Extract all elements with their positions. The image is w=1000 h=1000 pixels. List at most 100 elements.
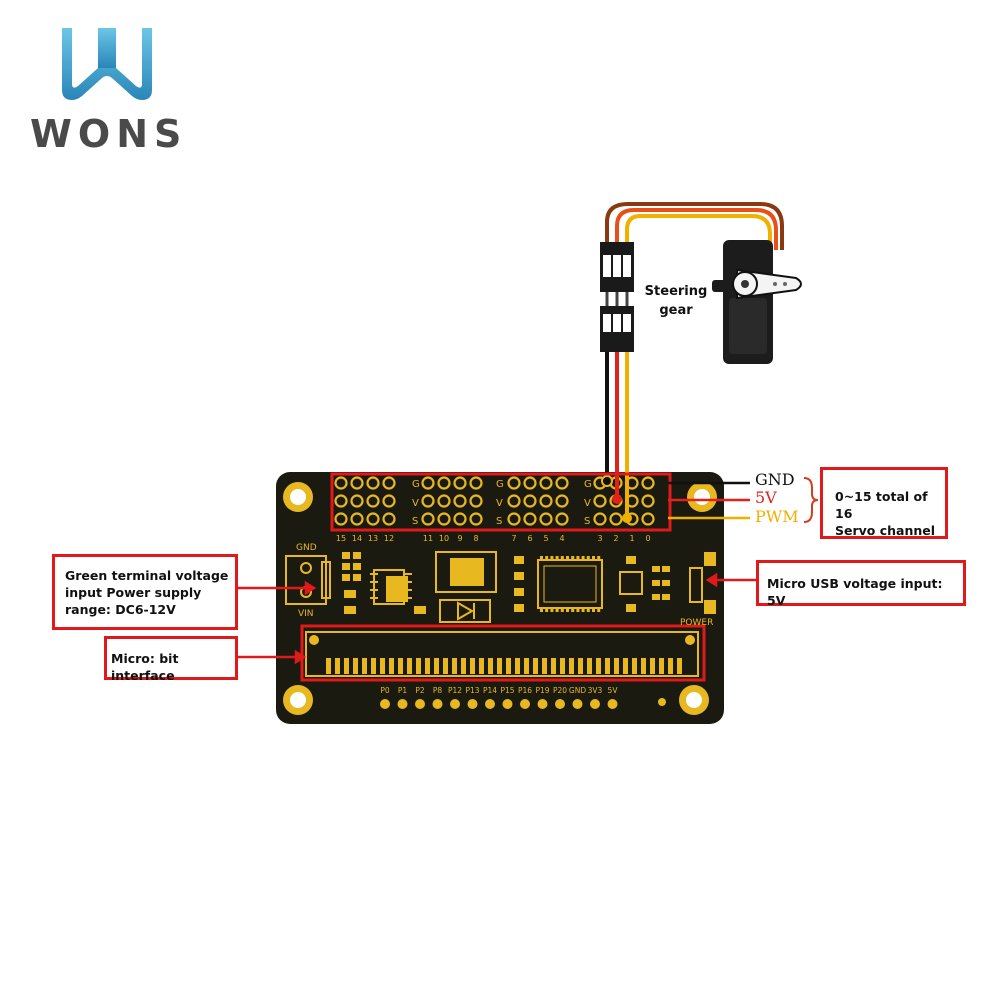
- terminal-gnd-label: GND: [296, 543, 317, 553]
- signal-gnd-label: GND: [755, 470, 795, 489]
- edge-finger: [416, 658, 421, 674]
- edge-finger: [389, 658, 394, 674]
- edge-finger: [326, 658, 331, 674]
- board-row-label: V: [412, 498, 419, 509]
- ic-pin: [592, 608, 595, 612]
- header-pin: [437, 512, 451, 526]
- edge-finger: [371, 658, 376, 674]
- ic-pin: [550, 556, 554, 560]
- edge-finger: [560, 658, 565, 674]
- ic-pin: [560, 608, 564, 612]
- edge-finger: [506, 658, 511, 674]
- breakout-pin: [590, 699, 600, 709]
- header-pin: [641, 512, 655, 526]
- header-pin: [382, 476, 396, 490]
- header-pin: [469, 512, 483, 526]
- usb-callout-text: Micro USB voltage input: 5V: [767, 576, 943, 608]
- ic-pin: [581, 608, 585, 612]
- green-terminal-line2: input Power supply: [65, 585, 202, 600]
- header-pin: [507, 512, 521, 526]
- header-pin: [593, 494, 607, 508]
- wons-logo-icon: [62, 28, 152, 100]
- board-row-label: S: [496, 516, 502, 527]
- servo-label-line2: gear: [659, 303, 693, 318]
- breakout-pin: [572, 699, 583, 709]
- board-row-label: G: [496, 479, 504, 490]
- header-pin: [437, 494, 451, 508]
- header-pin: [641, 494, 655, 508]
- edge-finger: [398, 658, 403, 674]
- breakout-pin-label: P8: [433, 686, 443, 695]
- edge-finger: [470, 658, 475, 674]
- header-pin: [469, 476, 483, 490]
- edge-finger: [488, 658, 493, 674]
- channel-number: 10: [439, 534, 449, 543]
- header-pin: [507, 476, 521, 490]
- channel-number: 8: [473, 534, 478, 543]
- header-pin: [453, 512, 467, 526]
- header-pin: [350, 476, 364, 490]
- channel-number: 9: [457, 534, 462, 543]
- edge-finger: [407, 658, 412, 674]
- breakout-pin: [432, 699, 443, 709]
- board-row-label: G: [584, 479, 592, 490]
- header-pin: [539, 494, 553, 508]
- breakout-pin: [397, 699, 408, 709]
- edge-finger: [569, 658, 574, 674]
- microbit-callout-text: Micro: bit interface: [111, 651, 179, 683]
- header-pin: [555, 476, 569, 490]
- channel-number: 14: [352, 534, 362, 543]
- breakout-pin-label: GND: [569, 686, 586, 695]
- ic-pin: [571, 556, 575, 560]
- ic-pin: [545, 608, 549, 612]
- edge-finger: [344, 658, 349, 674]
- header-pin: [523, 512, 537, 526]
- edge-finger: [578, 658, 583, 674]
- channel-number: 2: [613, 534, 618, 543]
- ic-pin: [576, 608, 580, 612]
- channel-number: 3: [597, 534, 602, 543]
- header-pin: [555, 512, 569, 526]
- ic-pin: [576, 556, 580, 560]
- ic-pin: [555, 556, 559, 560]
- channel-number: 0: [645, 534, 650, 543]
- board-row-label: S: [412, 516, 418, 527]
- header-pin: [421, 476, 435, 490]
- edge-finger: [362, 658, 367, 674]
- breakout-pin-label: P20: [553, 686, 567, 695]
- ic-pin: [550, 608, 554, 612]
- ic-pin: [597, 556, 601, 560]
- edge-finger: [641, 658, 646, 674]
- edge-finger: [524, 658, 529, 674]
- servo-channel-line2: Servo channel: [835, 523, 936, 538]
- breakout-pin-label: P12: [448, 686, 462, 695]
- ic-pin: [586, 608, 590, 612]
- header-pin: [555, 494, 569, 508]
- edge-finger: [623, 658, 628, 674]
- breakout-pin: [520, 699, 530, 709]
- header-pin: [366, 476, 380, 490]
- edge-finger: [605, 658, 610, 674]
- microbit-callout: Micro: bit interface: [104, 636, 238, 683]
- ic-pin: [560, 556, 564, 560]
- header-pin: [469, 494, 483, 508]
- header-pin: [437, 476, 451, 490]
- header-pin: [507, 494, 521, 508]
- edge-finger: [650, 658, 655, 674]
- header-pin: [641, 476, 655, 490]
- ic-pin: [586, 556, 590, 560]
- green-terminal-callout: Green terminal voltage input Power suppl…: [52, 554, 238, 630]
- breakout-pin-label: 5V: [608, 686, 619, 695]
- channel-number: 1: [629, 534, 634, 543]
- servo-driver-board: [276, 472, 724, 724]
- servo-channel-callout: 0~15 total of 16 Servo channel: [820, 467, 948, 539]
- brand-name: WONS: [30, 112, 188, 156]
- header-pin: [366, 494, 380, 508]
- channel-number: 7: [511, 534, 516, 543]
- servo-wire-orange: [615, 208, 778, 250]
- breakout-pin: [537, 699, 548, 709]
- header-pin: [609, 512, 623, 526]
- servo-label: Steering gear: [636, 282, 716, 320]
- edge-finger: [425, 658, 430, 674]
